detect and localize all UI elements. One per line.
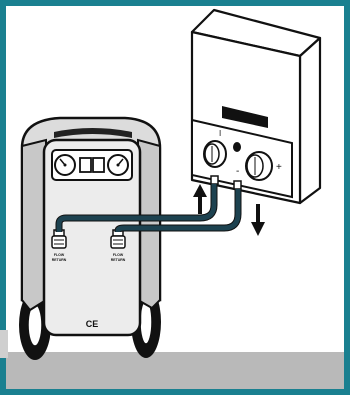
coupling-right-label-2: RETURN <box>111 258 126 262</box>
coupling-right <box>110 229 126 249</box>
switch-left <box>79 157 92 173</box>
machine-front-panel <box>42 138 142 337</box>
heater-pipe-stub-right <box>233 180 242 190</box>
heater-pipe-stub-left <box>210 175 219 185</box>
machine-lid <box>54 128 132 138</box>
knob-plus-label: + <box>276 162 282 173</box>
heater-display <box>222 106 268 128</box>
coupling-left-label-1: FLOW <box>54 253 65 257</box>
hose-return <box>115 189 241 234</box>
ce-mark: CE <box>86 319 99 329</box>
switch-right <box>92 157 105 173</box>
heater-knob-right <box>245 151 273 181</box>
coupling-left <box>51 229 67 249</box>
flushing-machine: FLOW RETURN FLOW RETURN CE <box>19 116 162 360</box>
knob-left-label: I <box>219 129 221 138</box>
up-arrow <box>193 184 207 214</box>
heater-side <box>298 36 322 205</box>
floor <box>6 352 344 389</box>
water-heater: I - + <box>190 8 322 205</box>
machine-side-bar-right <box>137 138 161 310</box>
hose-flow <box>56 184 217 232</box>
pressure-gauge-right <box>107 154 129 176</box>
coupling-left-label-2: RETURN <box>52 258 67 262</box>
coupling-right-label-1: FLOW <box>113 253 124 257</box>
hoses <box>55 184 242 235</box>
heater-knob-left <box>203 140 227 168</box>
side-tab <box>0 330 8 358</box>
down-arrow <box>251 204 265 236</box>
knob-minus-label: - <box>236 166 239 177</box>
pressure-gauge-left <box>54 154 76 176</box>
machine-side-bar-left <box>21 138 47 312</box>
heater-indicator-light <box>233 142 241 152</box>
